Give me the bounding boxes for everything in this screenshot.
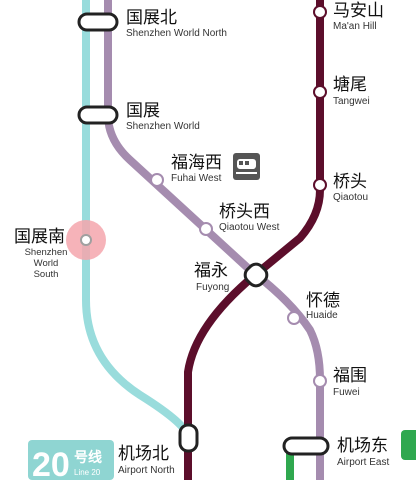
station-marker-fuyong[interactable] — [242, 261, 270, 289]
station-marker-qiaotou[interactable] — [313, 178, 327, 192]
label-zh-fuhaixi: 福海西 — [171, 153, 222, 172]
label-en-qiaotou: Qiaotou — [333, 192, 368, 203]
label-en-huaide: Huaide — [306, 310, 338, 321]
line-badge-number: 20 — [32, 446, 70, 480]
label-zh-maanshan: 马安山 — [333, 1, 384, 20]
label-en-guozhannan-2: World — [34, 258, 59, 269]
label-zh-jichangdong: 机场东 — [337, 436, 388, 455]
label-en-jichangdong: Airport East — [337, 457, 389, 468]
label-zh-jichangbei: 机场北 — [118, 444, 169, 463]
train-icon — [233, 153, 260, 180]
station-marker-fuhaixi[interactable] — [150, 173, 164, 187]
line-20-track — [82, 0, 192, 442]
label-zh-fuwei: 福围 — [333, 366, 367, 385]
station-marker-guozhanbei[interactable] — [77, 12, 119, 32]
label-en-guozhan: Shenzhen World — [126, 121, 200, 132]
station-marker-jichangdong[interactable] — [282, 436, 330, 456]
station-marker-fuwei[interactable] — [313, 374, 327, 388]
label-zh-qiaotouxi: 桥头西 — [219, 202, 270, 221]
station-marker-guozhan[interactable] — [77, 105, 119, 125]
label-zh-guozhanbei: 国展北 — [126, 8, 177, 27]
label-zh-fuyong: 福永 — [194, 261, 228, 280]
station-marker-qiaotouxi[interactable] — [199, 222, 213, 236]
label-zh-guozhannan: 国展南 — [14, 227, 65, 246]
station-marker-jichangbei[interactable] — [178, 423, 199, 453]
station-marker-maanshan[interactable] — [313, 5, 327, 19]
label-en-fuwei: Fuwei — [333, 387, 360, 398]
label-zh-tangwei: 塘尾 — [333, 75, 367, 94]
line-20-badge: 20 号线 Line 20 — [28, 440, 114, 480]
label-en-guozhannan-1: Shenzhen — [25, 247, 68, 258]
label-zh-qiaotou: 桥头 — [333, 172, 367, 191]
label-en-fuhaixi: Fuhai West — [171, 173, 222, 184]
station-marker-guozhannan[interactable] — [80, 234, 92, 246]
label-en-tangwei: Tangwei — [333, 96, 370, 107]
label-en-guozhannan-3: South — [34, 269, 59, 280]
label-zh-guozhan: 国展 — [126, 101, 160, 120]
label-en-maanshan: Ma'an Hill — [333, 21, 377, 32]
station-marker-tangwei[interactable] — [313, 85, 327, 99]
line-badge-zh: 号线 — [74, 449, 102, 465]
label-en-qiaotouxi: Qiaotou West — [219, 222, 280, 233]
station-marker-huaide[interactable] — [287, 311, 301, 325]
label-en-fuyong: Fuyong — [196, 282, 229, 293]
label-en-guozhanbei: Shenzhen World North — [126, 28, 227, 39]
line-maroon-track — [184, 0, 324, 480]
line-green-badge — [401, 430, 416, 460]
label-en-jichangbei: Airport North — [118, 465, 175, 476]
line-purple-track — [104, 0, 324, 480]
line-badge-en: Line 20 — [74, 468, 101, 477]
label-zh-huaide: 怀德 — [306, 291, 340, 310]
